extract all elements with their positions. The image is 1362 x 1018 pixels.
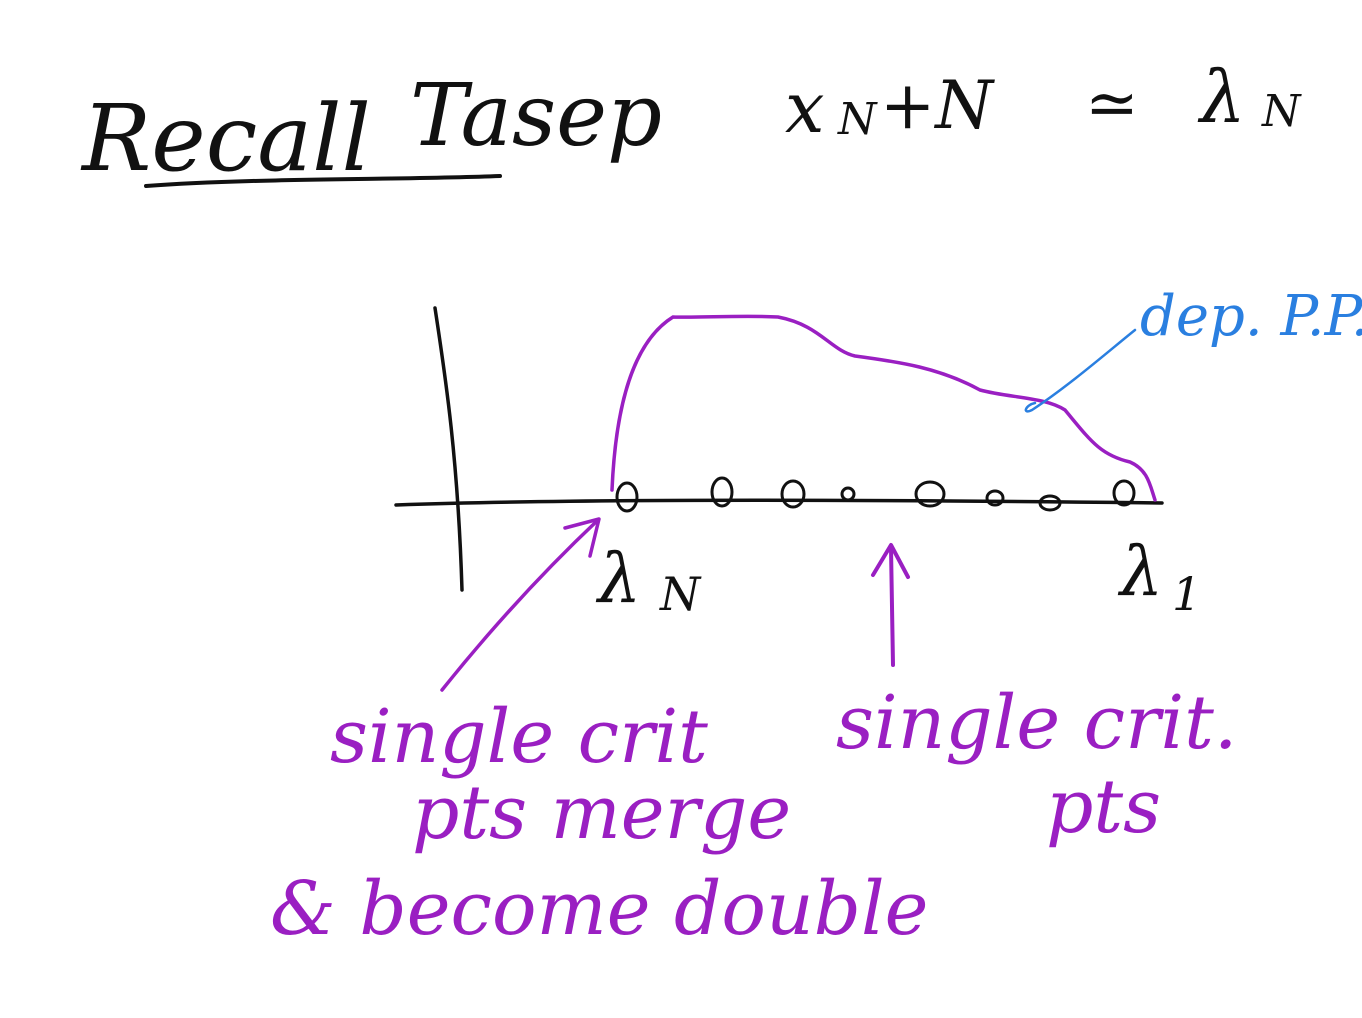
point — [1112, 479, 1136, 507]
formula-plus-n: +N — [880, 67, 995, 144]
formula-x: x — [785, 67, 824, 149]
title-underline — [144, 174, 502, 188]
left-arrow — [440, 518, 600, 692]
title-tasep: Tasep — [410, 66, 662, 166]
formula-approx: ≃ — [1085, 67, 1139, 141]
point — [914, 480, 946, 508]
particle-points — [615, 476, 1136, 513]
formula-x-sub: N — [837, 94, 878, 145]
label-lambda-n: λ — [595, 540, 641, 619]
note-left-line3: & become double — [270, 866, 928, 952]
blue-pointer — [1024, 328, 1137, 413]
title-recall: Recall — [80, 85, 371, 192]
annotation-dep-pp: dep. P.P. — [1140, 284, 1362, 349]
left-arrowhead — [563, 517, 601, 558]
density-curve — [610, 314, 1157, 502]
middle-arrowhead — [871, 543, 910, 579]
label-lambda-n-sub: N — [659, 567, 702, 621]
y-axis — [433, 306, 464, 592]
point — [780, 479, 806, 509]
formula-lambda-sub: N — [1261, 86, 1302, 137]
point — [615, 481, 639, 513]
point — [840, 486, 856, 502]
label-lambda-1-sub: 1 — [1172, 567, 1201, 621]
point — [1038, 494, 1062, 512]
formula-lambda: λ — [1197, 55, 1246, 139]
label-lambda-1: λ — [1117, 533, 1163, 612]
note-right-line1: single crit. — [836, 680, 1237, 766]
middle-arrow — [889, 546, 895, 667]
point — [985, 489, 1005, 507]
x-axis — [394, 498, 1164, 507]
note-right-line2: pts — [1046, 764, 1161, 850]
point — [710, 476, 734, 508]
note-left-line1: single crit — [330, 694, 708, 780]
note-left-line2: pts merge — [412, 770, 791, 856]
